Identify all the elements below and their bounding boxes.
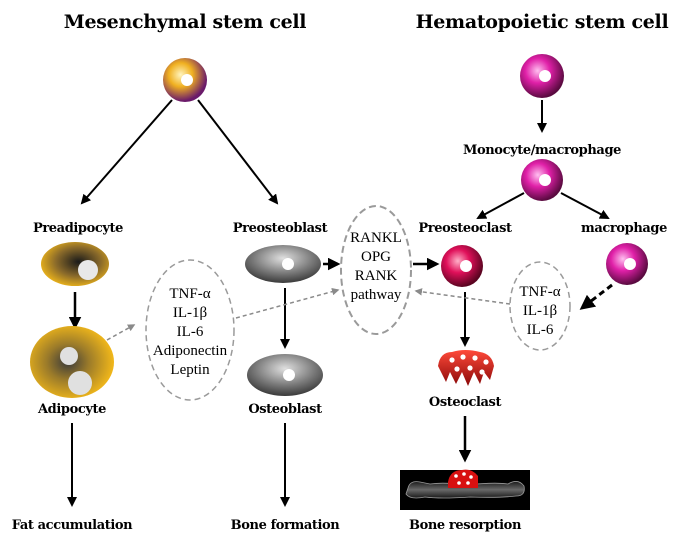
label-macrophage: macrophage bbox=[581, 221, 667, 236]
label-bone-formation: Bone formation bbox=[231, 518, 341, 533]
factor-il1b-right: IL-1β bbox=[523, 303, 557, 319]
arrow-factors-to-rankl-right bbox=[414, 288, 511, 305]
preadipocyte-cell bbox=[41, 242, 109, 286]
arrow-monocyte-to-preosteoclast bbox=[476, 192, 525, 219]
factor-il6-right: IL-6 bbox=[527, 322, 554, 338]
arrow-macrophage-to-factors bbox=[579, 283, 613, 310]
pathway-word: pathway bbox=[351, 287, 402, 303]
label-osteoblast: Osteoblast bbox=[248, 402, 322, 417]
label-monocyte-macrophage: Monocyte/macrophage bbox=[463, 143, 621, 158]
factors-right-list: TNF-α IL-1β IL-6 bbox=[519, 284, 560, 338]
hematopoietic-stem-cell bbox=[520, 54, 564, 98]
pathway-opg: OPG bbox=[361, 249, 391, 265]
arrow-msc-to-preosteoblast bbox=[197, 99, 279, 205]
title-hematopoietic: Hematopoietic stem cell bbox=[416, 11, 669, 33]
factor-leptin: Leptin bbox=[170, 362, 210, 378]
rankl-pathway-list: RANKL OPG RANK pathway bbox=[350, 230, 402, 303]
title-mesenchymal: Mesenchymal stem cell bbox=[64, 11, 307, 33]
factors-left-ellipse bbox=[145, 259, 235, 401]
rankl-pathway-ellipse bbox=[340, 205, 412, 335]
factor-tnf-left: TNF-α bbox=[169, 286, 210, 302]
pathway-rank: RANK bbox=[355, 268, 398, 284]
label-osteoclast: Osteoclast bbox=[429, 395, 502, 410]
label-fat-accumulation: Fat accumulation bbox=[12, 518, 133, 533]
pathway-rankl: RANKL bbox=[350, 230, 402, 246]
preosteoblast-cell bbox=[245, 245, 321, 283]
bone-resorption-image bbox=[400, 469, 530, 510]
label-bone-resorption: Bone resorption bbox=[409, 518, 522, 533]
preosteoclast-cell bbox=[441, 245, 483, 287]
factor-adiponectin: Adiponectin bbox=[153, 343, 228, 359]
adipocyte-cell bbox=[30, 326, 114, 398]
factor-il6-left: IL-6 bbox=[177, 324, 204, 340]
label-preosteoblast: Preosteoblast bbox=[233, 221, 328, 236]
arrow-factors-to-rankl bbox=[235, 287, 340, 319]
factors-right-ellipse bbox=[509, 261, 571, 351]
label-preosteoclast: Preosteoclast bbox=[418, 221, 512, 236]
mesenchymal-stem-cell bbox=[163, 58, 207, 102]
label-adipocyte: Adipocyte bbox=[37, 402, 106, 417]
arrow-msc-to-preadipocyte bbox=[80, 99, 173, 205]
factors-left-list: TNF-α IL-1β IL-6 Adiponectin Leptin bbox=[153, 286, 228, 378]
factor-il1b-left: IL-1β bbox=[173, 305, 207, 321]
osteoblast-cell bbox=[247, 354, 323, 396]
arrow-monocyte-to-macrophage bbox=[560, 192, 610, 219]
label-preadipocyte: Preadipocyte bbox=[33, 221, 123, 236]
osteoclast-cell bbox=[438, 350, 494, 386]
factor-tnf-right: TNF-α bbox=[519, 284, 560, 300]
macrophage-cell bbox=[606, 243, 648, 285]
monocyte-macrophage-cell bbox=[521, 159, 563, 201]
arrow-adipocyte-to-factors bbox=[106, 324, 136, 341]
